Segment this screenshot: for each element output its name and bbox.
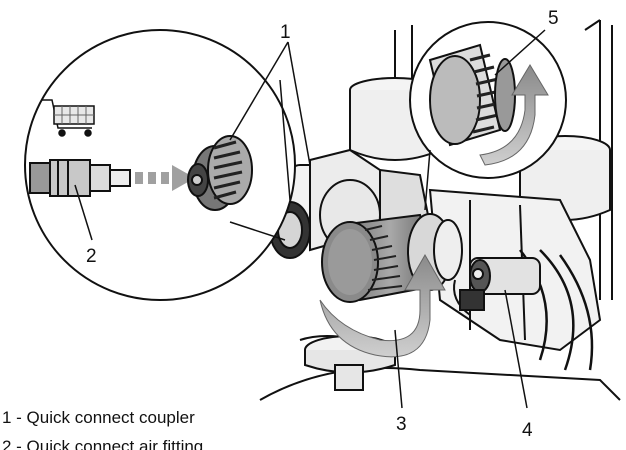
callout-5: 5 (548, 8, 559, 29)
zoom-circle-left (25, 30, 295, 300)
callout-2: 2 (86, 246, 97, 267)
callout-1: 1 (280, 22, 291, 43)
callout-3: 3 (396, 414, 407, 435)
callout-4: 4 (522, 420, 533, 441)
legend-item-2: 2 - Quick connect air fitting (2, 437, 203, 450)
zoom-leader-right (425, 150, 430, 210)
legend-item-1: 1 - Quick connect coupler (2, 408, 195, 427)
zoom-circle-right (410, 22, 566, 178)
